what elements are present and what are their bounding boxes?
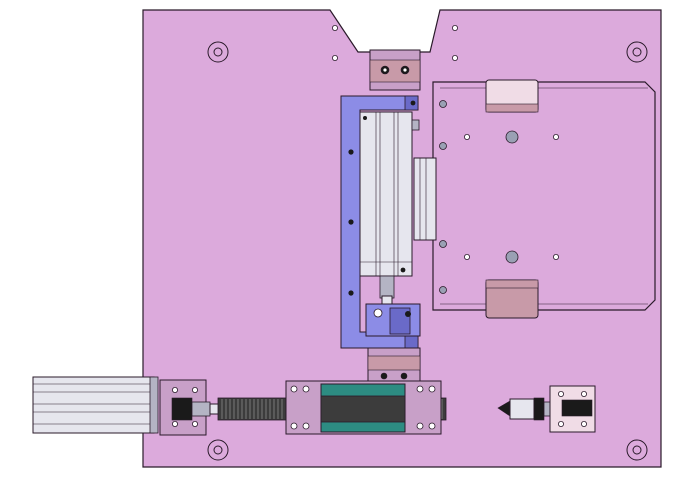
rotary-center-hole-bottom bbox=[505, 250, 519, 264]
top-mount-block bbox=[369, 49, 421, 91]
h-cylinder-barrel bbox=[32, 376, 155, 434]
small-hole bbox=[331, 24, 338, 31]
small-hole bbox=[451, 24, 458, 31]
rotary-table-body bbox=[432, 81, 656, 311]
pinion-housing bbox=[285, 380, 442, 435]
mounting-hole-top-right bbox=[626, 41, 648, 63]
rotary-pad-bottom bbox=[485, 279, 539, 319]
vertical-slide-bracket bbox=[340, 95, 419, 349]
sensor-body bbox=[509, 398, 535, 420]
mounting-hole-bottom-right bbox=[626, 439, 648, 461]
rod-clevis-block bbox=[365, 303, 421, 337]
vertical-air-cylinder bbox=[359, 111, 420, 311]
mounting-hole-top-left bbox=[207, 41, 229, 63]
small-hole bbox=[451, 55, 458, 62]
rotary-center-hole-top bbox=[505, 130, 519, 144]
mounting-hole-bottom-left bbox=[207, 439, 229, 461]
cylinder-rod bbox=[379, 275, 395, 299]
small-hole bbox=[331, 55, 338, 62]
horizontal-air-cylinder bbox=[32, 376, 221, 436]
bottom-mount-block bbox=[367, 347, 421, 385]
proximity-sensor bbox=[497, 385, 596, 433]
rotary-pad-top bbox=[485, 79, 539, 113]
rotary-table-boss bbox=[413, 157, 437, 241]
rotary-table bbox=[413, 79, 656, 319]
plate-small-holes bbox=[331, 24, 458, 62]
plate-mounting-holes bbox=[207, 41, 648, 461]
cylinder-housing bbox=[359, 111, 413, 277]
